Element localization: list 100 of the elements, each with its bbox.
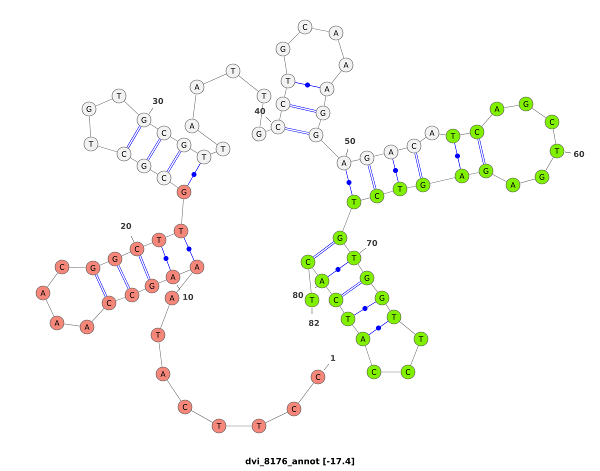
backbone-line	[191, 410, 213, 423]
backbone-line	[410, 345, 419, 366]
backbone-line	[69, 266, 86, 268]
backbone-line	[284, 88, 287, 98]
backbone-line	[384, 190, 394, 194]
base-pair-line	[368, 320, 388, 336]
position-number: 20	[121, 222, 132, 230]
backbone-line	[166, 380, 182, 402]
base-pair-line	[313, 241, 335, 259]
backbone-line	[95, 98, 113, 106]
backbone-line	[492, 174, 507, 182]
backbone-line	[360, 198, 370, 200]
backbone-line	[288, 32, 300, 44]
backbone-line	[150, 169, 158, 175]
backbone-line	[192, 94, 196, 120]
backbone-line	[138, 288, 146, 292]
backbone-line	[358, 264, 364, 272]
position-number: 40	[254, 108, 266, 114]
backbone-line	[365, 346, 372, 366]
backbone-line	[298, 382, 314, 404]
backbone-line	[116, 297, 126, 301]
backbone-line	[47, 272, 58, 288]
backbone-line	[170, 136, 178, 142]
position-number: 30	[152, 98, 164, 104]
backbone-line	[350, 159, 360, 162]
backbone-line	[170, 182, 178, 188]
backbone-line	[324, 96, 326, 106]
backbone-line	[338, 40, 344, 58]
backbone-line	[308, 268, 312, 294]
base-pair-line	[284, 127, 310, 135]
backbone-line	[64, 324, 80, 326]
backbone-line	[89, 116, 91, 138]
base-pair-line	[126, 126, 142, 148]
base-pair-line	[187, 163, 201, 186]
backbone-line	[312, 28, 330, 32]
backbone-line	[340, 306, 344, 314]
backbone-line	[165, 233, 175, 238]
backbone-line	[331, 70, 342, 84]
base-pair-line	[414, 152, 423, 178]
backbone-line	[158, 280, 167, 284]
base-pair-line	[454, 142, 461, 170]
backbone-line	[520, 178, 536, 184]
backbone-line	[124, 100, 140, 116]
backbone-line	[143, 242, 153, 247]
backbone-line	[342, 208, 352, 232]
base-pair-line	[341, 281, 362, 297]
base-pair-line	[138, 255, 150, 280]
backbone-line	[190, 148, 198, 154]
base-pair-line	[166, 150, 182, 172]
backbone-line	[399, 321, 416, 335]
backbone-line	[198, 130, 218, 145]
backbone-line	[438, 134, 446, 136]
backbone-line	[266, 129, 272, 132]
position-number: 60	[574, 150, 584, 158]
base-pair-line	[368, 164, 376, 190]
backbone-line	[210, 152, 217, 154]
base-pair-line	[294, 82, 320, 88]
backbone-line	[374, 153, 384, 157]
backbone-line	[504, 104, 520, 108]
backbone-line	[265, 412, 288, 424]
position-number: 70	[366, 240, 378, 246]
backbone-line	[468, 172, 480, 175]
backbone-line	[46, 299, 54, 317]
backbone-line	[532, 108, 546, 118]
backbone-line	[260, 102, 264, 128]
backbone-line	[121, 252, 131, 256]
backbone-line	[98, 146, 118, 152]
backbone-line	[326, 286, 332, 294]
backbone-line	[430, 177, 456, 184]
base-pair-line	[354, 302, 376, 316]
backbone-line	[420, 136, 426, 142]
backbone-line	[279, 110, 282, 120]
backbone-line	[386, 304, 390, 312]
base-pair-line	[161, 246, 171, 270]
position-number: 1	[331, 355, 336, 361]
backbone-line	[160, 304, 170, 328]
backbone-line	[284, 56, 288, 74]
base-pair-line	[94, 274, 108, 297]
position-number: 10	[183, 294, 194, 300]
backbone-line	[203, 74, 227, 84]
backbone-line	[545, 157, 554, 171]
backbone-line	[318, 120, 322, 128]
backbone-line	[482, 114, 492, 127]
backbone-line	[398, 148, 408, 150]
backbone-line	[130, 157, 138, 163]
position-number: 50	[345, 138, 356, 144]
base-pair-line	[392, 158, 399, 182]
position-number: 80	[292, 292, 304, 298]
backbone-line	[344, 244, 350, 252]
backbone-line	[181, 198, 184, 224]
base-pair-line	[346, 170, 352, 196]
base-pair-line	[290, 104, 316, 113]
backbone-line	[238, 75, 259, 92]
backbone-line	[312, 268, 318, 276]
backbone-line	[552, 128, 556, 144]
base-pair-line	[477, 138, 486, 164]
backbone-line	[92, 308, 104, 322]
base-pair-line	[146, 138, 162, 160]
backbone-line	[352, 324, 359, 334]
backbone-line	[158, 342, 162, 368]
